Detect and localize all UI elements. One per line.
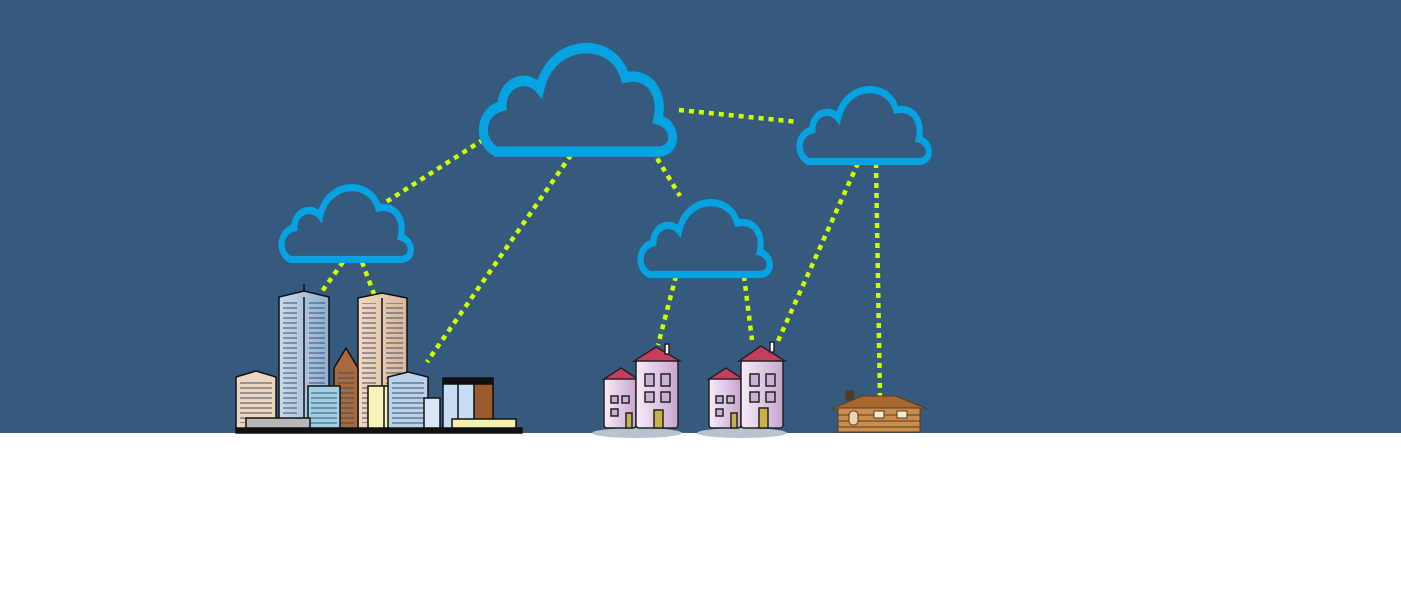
wooden-house-icon [830,390,928,433]
link-main-to-middle-cloud [650,148,682,198]
apartment-building-2-icon [697,341,788,438]
link-main-to-left-cloud [384,132,494,204]
city-skyline-icon [235,284,523,434]
link-middle-cloud-to-apartment-2 [741,275,755,341]
link-right-cloud-to-apartment-2 [775,162,861,342]
link-main-to-city [425,153,573,364]
link-middle-cloud-to-apartment-1 [655,275,679,346]
link-left-cloud-to-city-1 [316,260,345,299]
ground-area [0,433,1401,600]
apartment-building-1-icon [592,343,683,438]
